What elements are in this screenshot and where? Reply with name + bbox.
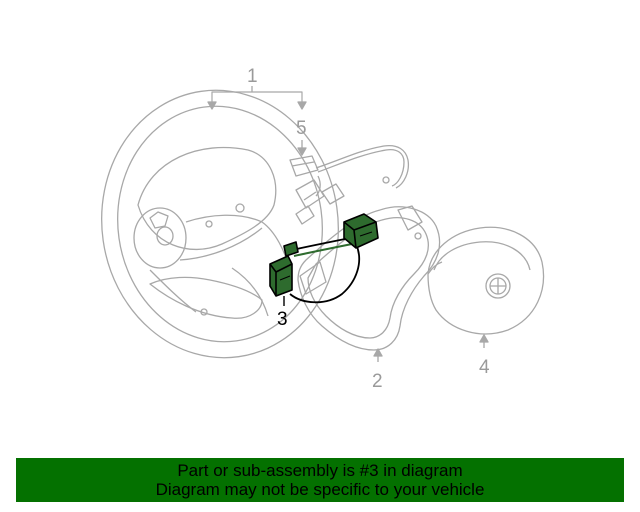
callout-2: 2 bbox=[372, 371, 383, 392]
steering-wheel-part-1 bbox=[101, 86, 339, 359]
callout-5: 5 bbox=[296, 118, 307, 139]
wiring-harness-part-5 bbox=[289, 140, 410, 225]
callout-1: 1 bbox=[247, 66, 258, 87]
airbag-module-part-4 bbox=[427, 226, 545, 348]
switch-cable-part-3 bbox=[269, 213, 379, 306]
callout-3: 3 bbox=[277, 309, 288, 330]
disclaimer-banner: Part or sub-assembly is #3 in diagram Di… bbox=[16, 458, 624, 502]
banner-line-1: Part or sub-assembly is #3 in diagram bbox=[177, 461, 463, 480]
banner-line-2: Diagram may not be specific to your vehi… bbox=[155, 480, 485, 499]
trim-cover-part-2 bbox=[297, 205, 441, 362]
callout-4: 4 bbox=[479, 357, 490, 378]
